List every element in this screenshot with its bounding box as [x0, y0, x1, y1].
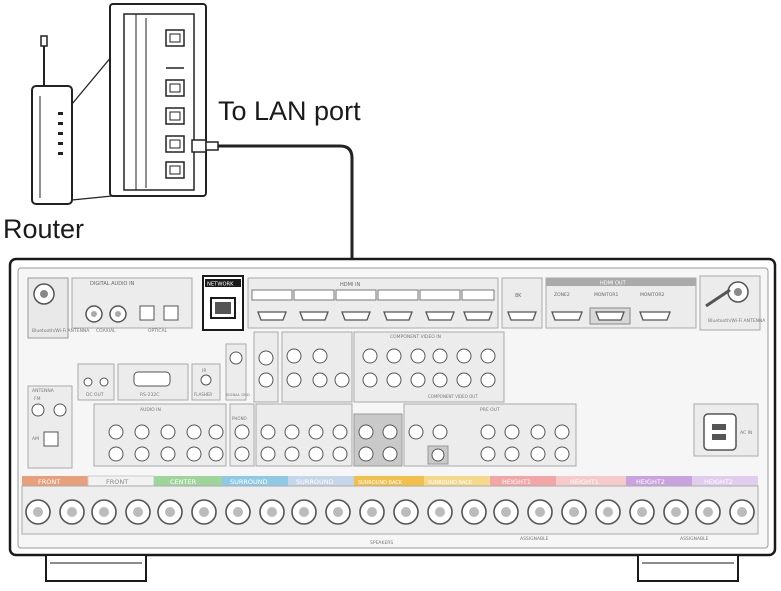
hdmi-in-section: HDMI IN — [247, 277, 499, 329]
dc-out-label: DC OUT — [86, 392, 104, 398]
digital-audio-in-section: DIGITAL AUDIO IN COAXIAL OPTICAL — [71, 277, 193, 334]
speaker-label-height2-l: HEIGHT2 — [636, 478, 665, 486]
hdmi-out-section: HDMI OUT ZONE2 MONITOR1 MONITOR2 — [545, 277, 697, 329]
speaker-label-surround-l: SURROUND — [230, 478, 268, 486]
speaker-label-front-l: FRONT — [38, 478, 60, 486]
monitor2-label: MONITOR2 — [640, 292, 665, 298]
speaker-label-center: CENTER — [170, 478, 197, 486]
component-video-in-label: COMPONENT VIDEO IN — [390, 334, 441, 340]
hdmi-8k-section: 8K — [501, 277, 543, 329]
rs232c-label: RS-232C — [140, 392, 159, 398]
hdmi-out-label: HDMI OUT — [600, 281, 627, 287]
lan-port-label: To LAN port — [218, 96, 361, 126]
hdmi-in-label: HDMI IN — [340, 282, 360, 288]
antenna-right-label: Bluetooth/Wi-Fi ANTENNA — [708, 318, 766, 324]
speaker-label-surround-back-l: SURROUND BACK — [358, 480, 403, 486]
optical-label: OPTICAL — [148, 328, 168, 334]
speaker-label-surround-r: SURROUND — [296, 478, 334, 486]
monitor1-label: MONITOR1 — [594, 292, 619, 298]
router — [31, 35, 113, 205]
antenna-left-label: Bluetooth/Wi-Fi ANTENNA — [32, 328, 90, 334]
audio-in-label: AUDIO IN — [140, 407, 161, 413]
phono-label: PHONO — [232, 416, 247, 421]
ac-in-label: AC IN — [740, 430, 752, 436]
ir-label: IR — [202, 368, 206, 374]
speakers-label: SPEAKERS — [370, 540, 393, 546]
component-video-out-label: COMPONENT VIDEO OUT — [428, 394, 478, 399]
speaker-label-surround-back-r: SURROUND BACK — [428, 480, 473, 486]
antenna-left-connector: Bluetooth/Wi-Fi ANTENNA — [27, 277, 90, 339]
router-lan-ports — [165, 29, 185, 179]
network-label: NETWORK — [207, 282, 234, 288]
speaker-label-front-r: FRONT — [106, 478, 128, 486]
coaxial-label: COAXIAL — [96, 328, 116, 334]
audio-in-row: AUDIO IN PHONO PRE OUT — [93, 403, 759, 467]
digital-audio-in-label: DIGITAL AUDIO IN — [90, 281, 135, 287]
speaker-label-height2-r: HEIGHT2 — [704, 478, 733, 486]
signal-gnd-label: SIGNAL GND — [226, 392, 250, 397]
antenna-right-connector: Bluetooth/Wi-Fi ANTENNA — [699, 275, 766, 331]
am-label: AM — [32, 436, 39, 442]
assignable-label-2: ASSIGNABLE — [680, 536, 709, 542]
flasher-label: FLASHER — [194, 392, 212, 397]
zone2-label: ZONE2 — [554, 292, 570, 298]
speaker-terminals: FRONT FRONT CENTER SURROUND SURROUND SUR… — [21, 475, 759, 546]
fm-label: FM — [34, 396, 41, 402]
router-rear-closeup — [109, 3, 207, 197]
speaker-label-height1-l: HEIGHT1 — [502, 478, 531, 486]
router-label: Router — [3, 214, 85, 244]
pre-out-label: PRE OUT — [480, 407, 500, 413]
middle-row-connectors: ANTENNA FM AM DC OUT RS-232C IR FLASHER … — [27, 331, 505, 469]
hdmi-8k-label: 8K — [515, 293, 522, 299]
network-section: NETWORK — [202, 275, 244, 331]
antenna-label: ANTENNA — [32, 388, 55, 394]
assignable-label-1: ASSIGNABLE — [520, 536, 549, 542]
speaker-label-height1-r: HEIGHT1 — [570, 478, 599, 486]
